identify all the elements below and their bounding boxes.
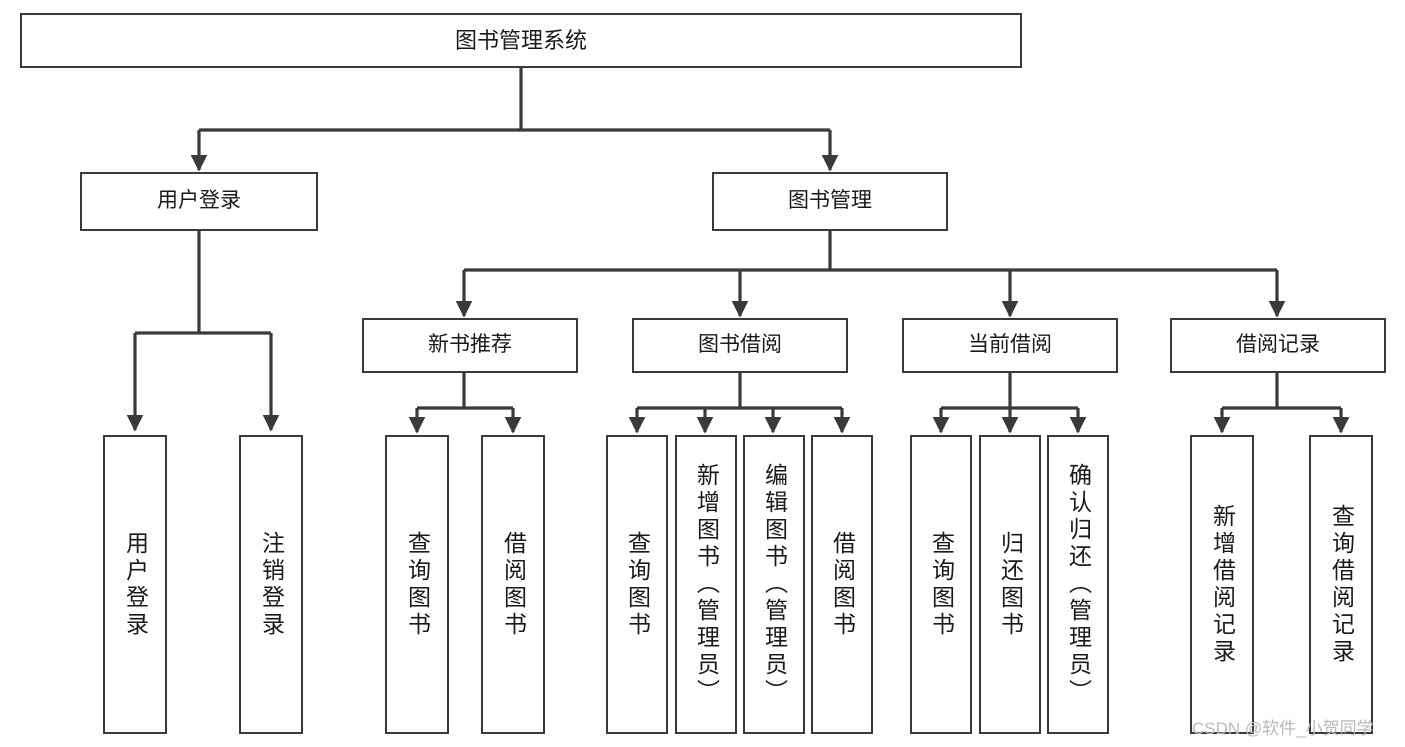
node-current-borrow[interactable]: 当前借阅: [902, 318, 1118, 373]
node-leaf-user-login[interactable]: 用户登录: [103, 435, 167, 734]
node-label: 借阅记录: [1236, 333, 1320, 357]
node-label: 归还图书: [997, 530, 1024, 639]
node-user-login[interactable]: 用户登录: [80, 172, 318, 231]
node-leaf-add-book-admin[interactable]: 新增图书（管理员）: [675, 435, 737, 734]
node-label: 新增借阅记录: [1209, 503, 1236, 666]
node-label: 注销登录: [258, 530, 285, 639]
node-leaf-confirm-return-admin[interactable]: 确认归还（管理员）: [1047, 435, 1109, 734]
node-leaf-query-book-borrow[interactable]: 查询图书: [606, 435, 668, 734]
node-label: 借阅图书: [500, 530, 527, 639]
node-leaf-query-book-recommend[interactable]: 查询图书: [385, 435, 449, 734]
node-label: 当前借阅: [968, 333, 1052, 357]
node-leaf-query-book-current[interactable]: 查询图书: [910, 435, 972, 734]
node-label: 确认归还（管理员）: [1065, 463, 1092, 706]
node-label: 借阅图书: [829, 530, 856, 639]
node-label: 新增图书（管理员）: [693, 463, 720, 706]
node-label: 查询图书: [624, 530, 651, 639]
node-book-management[interactable]: 图书管理: [712, 172, 948, 231]
node-leaf-borrow-book-recommend[interactable]: 借阅图书: [481, 435, 545, 734]
node-label: 新书推荐: [428, 333, 512, 357]
node-new-book-recommend[interactable]: 新书推荐: [362, 318, 578, 373]
node-label: 查询图书: [928, 530, 955, 639]
node-leaf-logout[interactable]: 注销登录: [239, 435, 303, 734]
node-leaf-return-book[interactable]: 归还图书: [979, 435, 1041, 734]
node-label: 编辑图书（管理员）: [761, 463, 788, 706]
node-label: 图书管理系统: [454, 27, 587, 53]
node-leaf-edit-book-admin[interactable]: 编辑图书（管理员）: [743, 435, 805, 734]
node-label: 用户登录: [122, 530, 149, 639]
node-leaf-borrow-book[interactable]: 借阅图书: [811, 435, 873, 734]
node-label: 查询图书: [404, 530, 431, 639]
node-label: 用户登录: [157, 189, 241, 213]
node-borrow-record[interactable]: 借阅记录: [1170, 318, 1386, 373]
node-label: 图书管理: [788, 189, 872, 213]
node-label: 图书借阅: [698, 333, 782, 357]
node-leaf-add-borrow-record[interactable]: 新增借阅记录: [1190, 435, 1254, 734]
node-leaf-query-borrow-record[interactable]: 查询借阅记录: [1309, 435, 1373, 734]
node-label: 查询借阅记录: [1328, 503, 1355, 666]
node-root-system[interactable]: 图书管理系统: [20, 13, 1022, 68]
node-book-borrow[interactable]: 图书借阅: [632, 318, 848, 373]
